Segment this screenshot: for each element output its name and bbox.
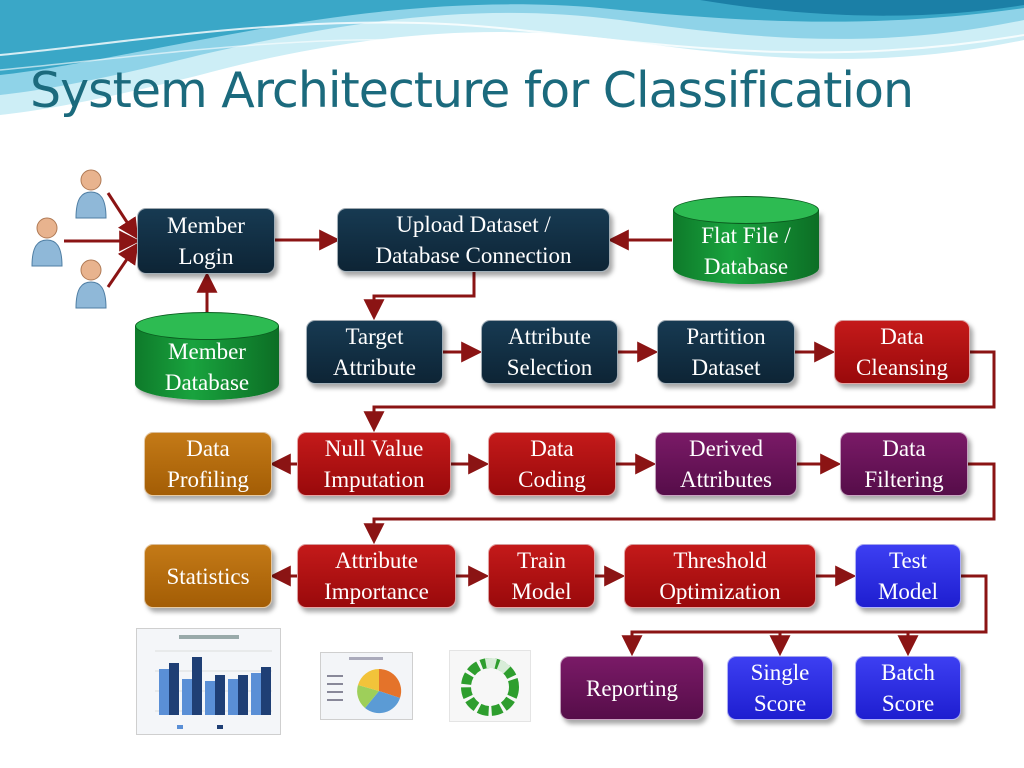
header-wave-decoration: [0, 0, 1024, 115]
single-score-node: Single Score: [727, 656, 833, 720]
flat-file-database-cylinder: Flat File / Database: [673, 196, 819, 284]
ring-chart-thumbnail: [449, 650, 531, 722]
page-title: System Architecture for Classification: [30, 62, 914, 119]
data-profiling-node: Data Profiling: [144, 432, 272, 496]
attribute-importance-node: Attribute Importance: [297, 544, 456, 608]
target-attribute-node: Target Attribute: [306, 320, 443, 384]
member-database-label: Member Database: [164, 339, 250, 395]
upload-dataset-node: Upload Dataset / Database Connection: [337, 208, 610, 272]
single-score-label: Single Score: [750, 660, 810, 716]
data-profiling-label: Data Profiling: [167, 436, 249, 492]
target-attribute-label: Target Attribute: [332, 324, 417, 380]
null-value-imputation-node: Null Value Imputation: [297, 432, 451, 496]
data-cleansing-node: Data Cleansing: [834, 320, 970, 384]
batch-score-label: Batch Score: [881, 660, 935, 716]
derived-attributes-label: Derived Attributes: [680, 436, 772, 492]
data-filtering-label: Data Filtering: [864, 436, 944, 492]
reporting-label: Reporting: [586, 675, 678, 701]
partition-dataset-node: Partition Dataset: [657, 320, 795, 384]
member-login-node: Member Login: [137, 208, 275, 274]
statistics-label: Statistics: [166, 563, 250, 589]
attribute-selection-label: Attribute Selection: [506, 324, 593, 380]
data-cleansing-label: Data Cleansing: [856, 324, 948, 380]
upload-dataset-label: Upload Dataset / Database Connection: [375, 212, 572, 268]
test-model-node: Test Model: [855, 544, 961, 608]
partition-dataset-label: Partition Dataset: [686, 324, 766, 380]
flat-file-label: Flat File / Database: [701, 223, 791, 279]
derived-attributes-node: Derived Attributes: [655, 432, 797, 496]
threshold-optimization-node: Threshold Optimization: [624, 544, 816, 608]
bar-chart-thumbnail: [136, 628, 281, 735]
train-model-label: Train Model: [511, 548, 572, 604]
test-model-label: Test Model: [877, 548, 939, 604]
member-database-cylinder: Member Database: [135, 312, 279, 400]
statistics-node: Statistics: [144, 544, 272, 608]
threshold-optimization-label: Threshold Optimization: [659, 548, 781, 604]
data-coding-label: Data Coding: [518, 436, 586, 492]
data-filtering-node: Data Filtering: [840, 432, 968, 496]
null-value-imputation-label: Null Value Imputation: [323, 436, 425, 492]
reporting-node: Reporting: [560, 656, 704, 720]
pie-chart-thumbnail: [320, 652, 413, 720]
train-model-node: Train Model: [488, 544, 595, 608]
attribute-importance-label: Attribute Importance: [324, 548, 429, 604]
attribute-selection-node: Attribute Selection: [481, 320, 618, 384]
batch-score-node: Batch Score: [855, 656, 961, 720]
data-coding-node: Data Coding: [488, 432, 616, 496]
member-login-label: Member Login: [167, 213, 245, 269]
